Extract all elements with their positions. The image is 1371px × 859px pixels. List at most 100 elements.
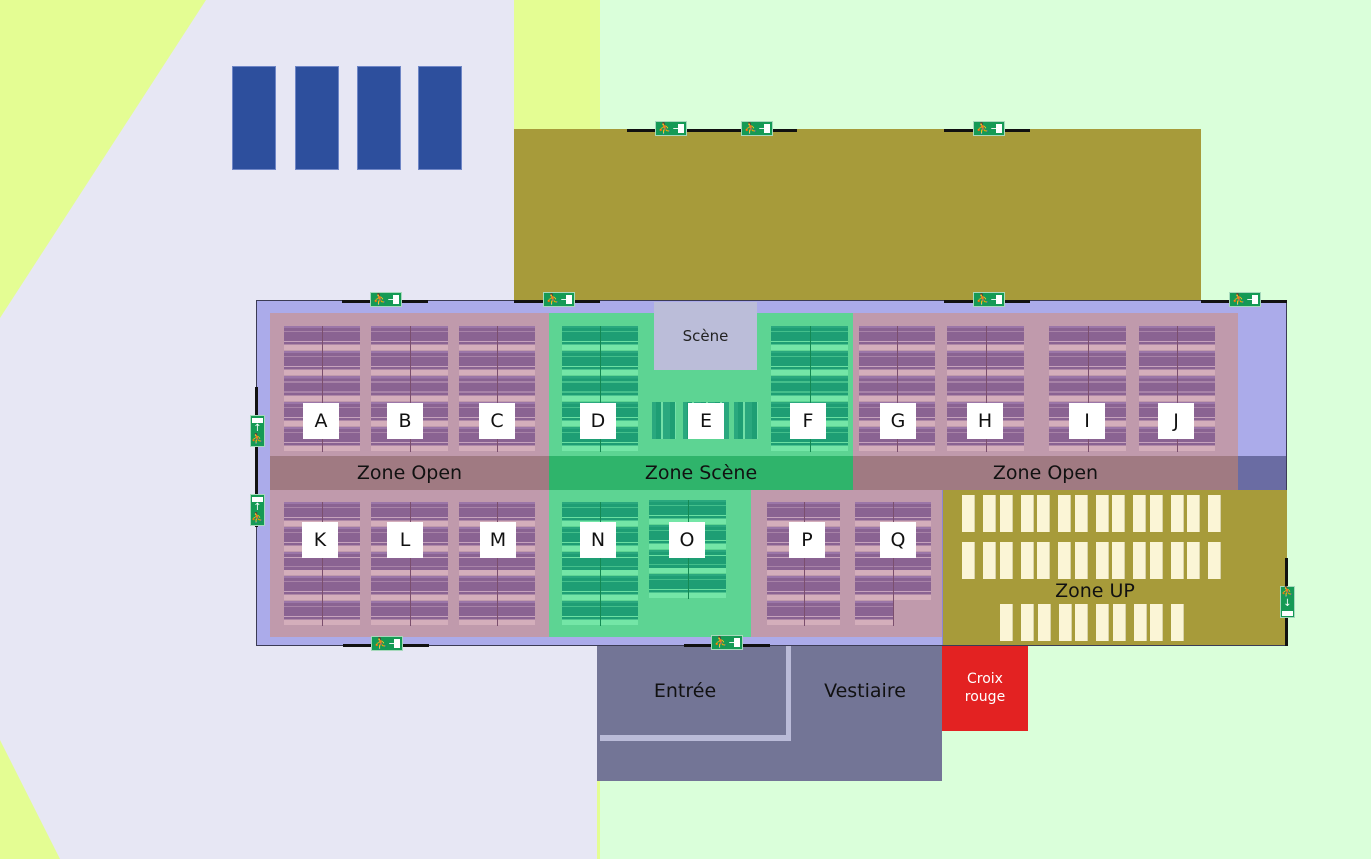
seat-row xyxy=(371,351,448,376)
block-divider xyxy=(893,502,894,626)
wall-segment xyxy=(627,129,797,132)
seat-row xyxy=(649,549,726,574)
zone-up-seat[interactable] xyxy=(999,495,1013,532)
block-label-i: I xyxy=(1069,403,1105,439)
block-divider xyxy=(497,502,498,626)
zone-up-seat[interactable] xyxy=(1170,495,1184,532)
parking-spot xyxy=(232,66,276,170)
emergency-exit-icon: ⛹→ xyxy=(370,292,402,307)
zone-up-seat[interactable] xyxy=(1133,604,1147,641)
block-divider xyxy=(322,502,323,626)
zone-up-seat[interactable] xyxy=(1187,495,1200,532)
seating-block-l[interactable] xyxy=(371,502,448,626)
arrow-right-icon: → xyxy=(1247,294,1256,305)
zone-up-seat[interactable] xyxy=(1171,604,1184,641)
wall-segment xyxy=(255,387,258,527)
seat-row xyxy=(771,376,848,401)
zone-up-seat[interactable] xyxy=(1021,604,1034,641)
zone-up-seat[interactable] xyxy=(1074,542,1088,579)
block-label-k: K xyxy=(302,522,338,558)
zone-up-seat[interactable] xyxy=(1208,495,1221,532)
door-icon xyxy=(1252,295,1258,304)
zone-up-seat[interactable] xyxy=(1149,542,1163,579)
seat-row xyxy=(947,376,1024,401)
zone-up-seat[interactable] xyxy=(1112,495,1125,532)
seating-block-q[interactable] xyxy=(855,502,931,626)
zone-up-seat[interactable] xyxy=(983,542,996,579)
seat-row xyxy=(371,376,448,401)
seating-block-g[interactable] xyxy=(859,326,935,452)
zone-up-seat[interactable] xyxy=(1037,542,1050,579)
parking-spot xyxy=(357,66,401,170)
zone-up-seat[interactable] xyxy=(1149,495,1163,532)
zone-up-seat[interactable] xyxy=(1095,542,1109,579)
block-divider xyxy=(600,326,601,452)
zone-up-seat[interactable] xyxy=(1058,604,1072,641)
door-icon xyxy=(1282,611,1293,616)
runner-icon: ⛹ xyxy=(374,637,388,650)
block-label-l: L xyxy=(387,522,423,558)
seat-row xyxy=(371,576,448,601)
zone-up-seat[interactable] xyxy=(1208,542,1221,579)
zone-up-seat[interactable] xyxy=(962,542,975,579)
seat-row xyxy=(767,576,840,601)
block-label-m: M xyxy=(480,522,516,558)
runner-icon: ⛹ xyxy=(714,636,728,649)
zone-up-seat[interactable] xyxy=(1133,542,1146,579)
zone-up-seat[interactable] xyxy=(1037,604,1051,641)
arrow-up-icon: ↑ xyxy=(253,423,262,434)
seating-block-m[interactable] xyxy=(459,502,535,626)
seating-block-n[interactable] xyxy=(562,502,638,626)
block-label-g: G xyxy=(880,403,916,439)
zone-up-seat[interactable] xyxy=(999,542,1013,579)
zone-up-seat[interactable] xyxy=(1037,495,1050,532)
emergency-exit-icon: ⛹↓ xyxy=(1280,586,1295,618)
zone-up-seat[interactable] xyxy=(1020,542,1034,579)
zone-up-seat[interactable] xyxy=(1000,604,1013,641)
arrow-right-icon: → xyxy=(991,123,1000,134)
runner-icon: ⛹ xyxy=(976,122,990,135)
door-icon xyxy=(252,418,263,423)
zone-up-seat[interactable] xyxy=(962,495,975,532)
zone-up-seat[interactable] xyxy=(1150,604,1163,641)
zone-up-seat[interactable] xyxy=(1075,604,1088,641)
zone-up-seat[interactable] xyxy=(1170,542,1184,579)
zone-up-seat[interactable] xyxy=(1095,495,1109,532)
seat-row xyxy=(947,351,1024,376)
zone-up-seat[interactable] xyxy=(1096,604,1109,641)
zone-up-seat[interactable] xyxy=(1133,495,1146,532)
zone-up-seat[interactable] xyxy=(1058,495,1071,532)
zone-up-seat[interactable] xyxy=(1112,604,1126,641)
zone-up-seat[interactable] xyxy=(1020,495,1034,532)
seat-row xyxy=(1049,376,1126,401)
arrow-right-icon: → xyxy=(388,294,397,305)
zone-open-right-label: Zone Open xyxy=(853,456,1238,490)
upper-hall xyxy=(514,129,1201,301)
runner-icon: ⛹ xyxy=(251,513,264,524)
block-label-d: D xyxy=(580,403,616,439)
runner-icon: ⛹ xyxy=(658,122,672,135)
emergency-exit-icon: ↑⛹ xyxy=(250,494,265,526)
seat-row xyxy=(855,601,893,625)
zone-scene-label: Zone Scène xyxy=(549,456,853,490)
seat-row xyxy=(767,502,840,526)
seat-row xyxy=(947,326,1024,351)
entrance-partition-h xyxy=(600,735,791,741)
zone-up-seat[interactable] xyxy=(983,495,996,532)
zone-up-seat[interactable] xyxy=(1112,542,1125,579)
block-label-f: F xyxy=(790,403,826,439)
seat-row xyxy=(771,351,848,376)
seating-block-p[interactable] xyxy=(767,502,840,626)
seat-row xyxy=(371,502,448,526)
door-icon xyxy=(394,639,400,648)
block-divider xyxy=(986,326,987,452)
zone-up-seat[interactable] xyxy=(1187,542,1200,579)
arrow-right-icon: → xyxy=(673,123,682,134)
zone-up-seat[interactable] xyxy=(1074,495,1088,532)
parking-spot xyxy=(418,66,462,170)
block-divider xyxy=(1088,326,1089,452)
seating-block-d[interactable] xyxy=(562,326,638,452)
zone-up-seat[interactable] xyxy=(1058,542,1071,579)
seating-block-k[interactable] xyxy=(284,502,360,626)
emergency-exit-icon: ⛹→ xyxy=(741,121,773,136)
